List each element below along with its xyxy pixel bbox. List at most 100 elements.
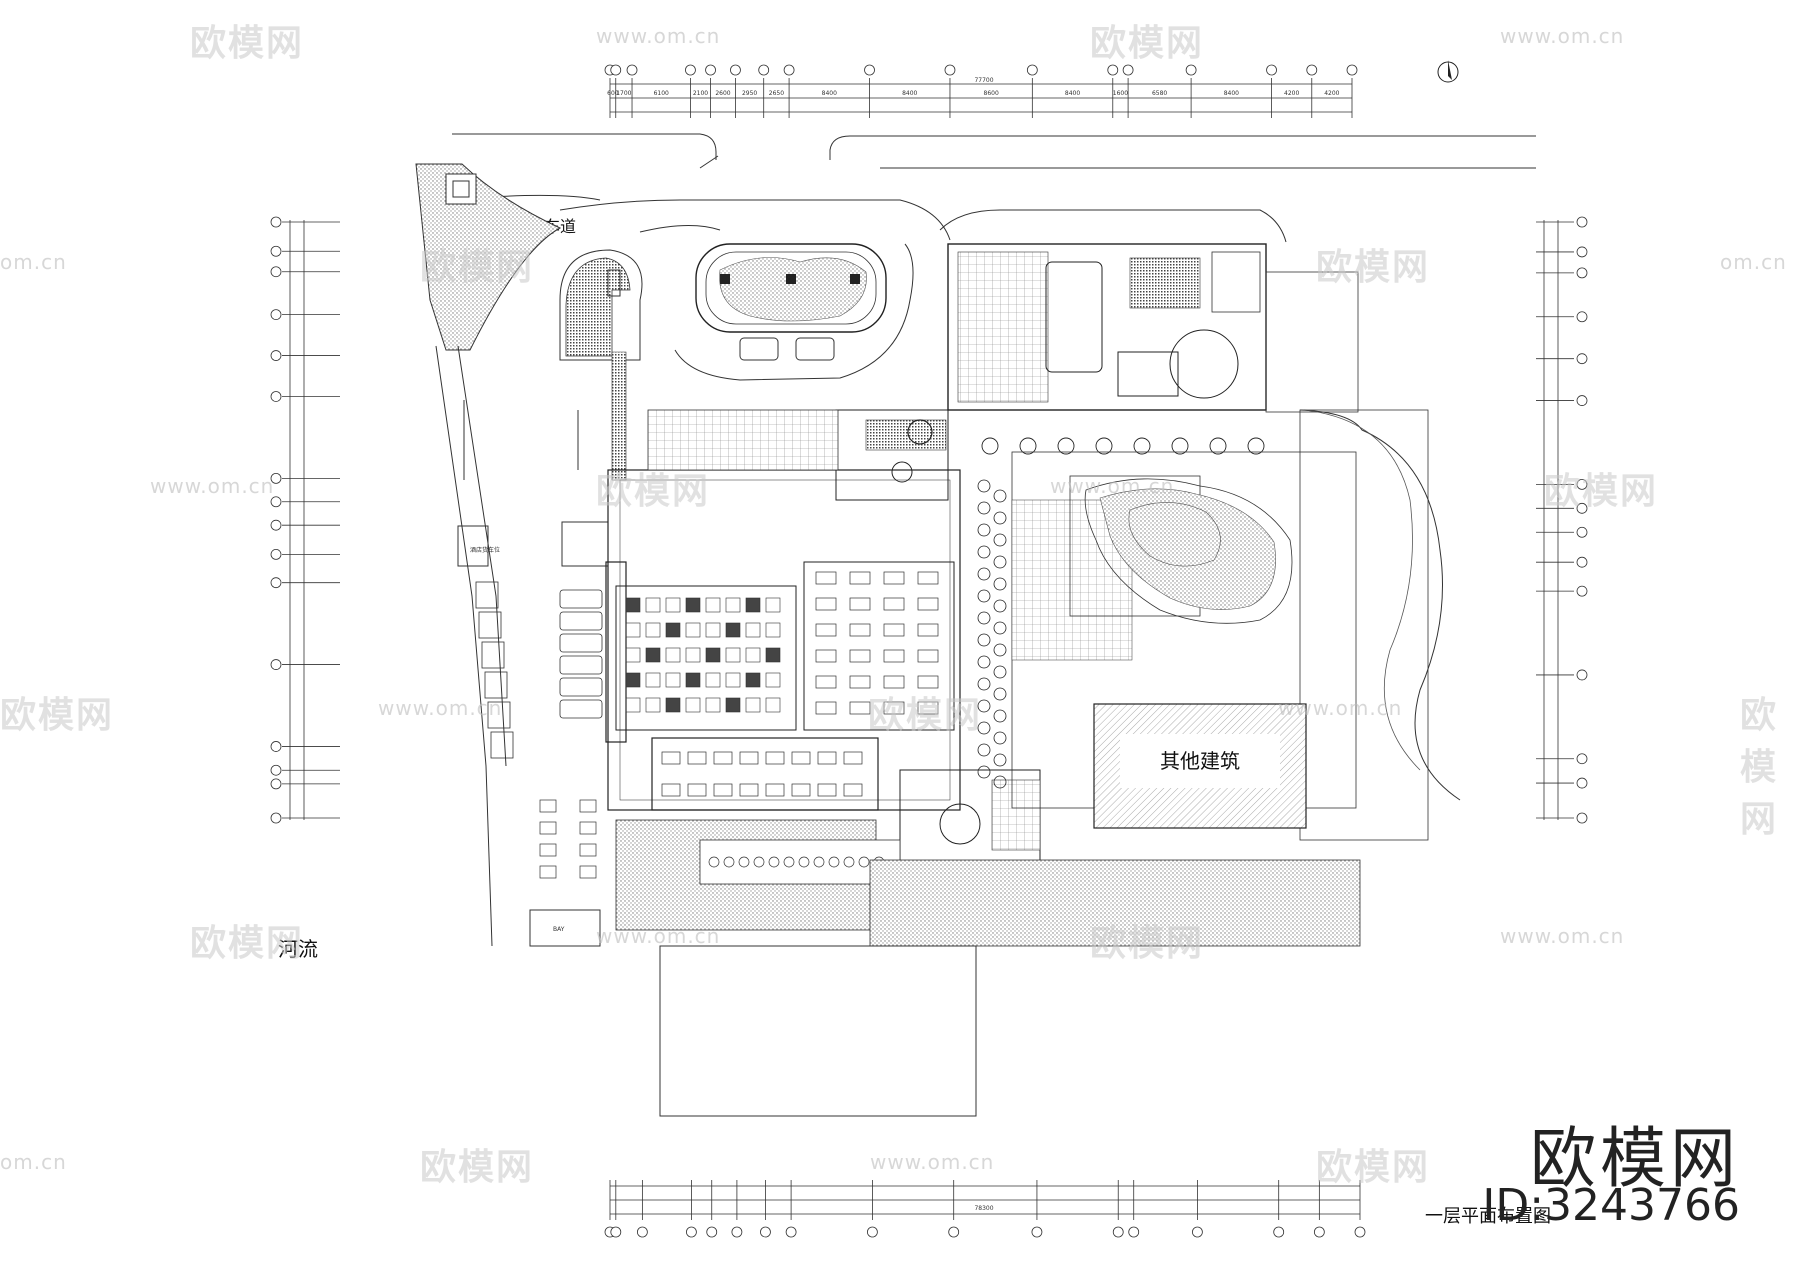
bottom-dimension-ticks [609, 1180, 1361, 1220]
axis-marker [864, 64, 875, 76]
dining-table [849, 597, 871, 611]
restaurant-table [661, 751, 681, 765]
bottom-axis-markers [604, 1226, 1366, 1238]
axis-marker [944, 64, 956, 76]
axis-marker [270, 472, 282, 484]
kitchen-fixture [645, 672, 661, 688]
left-axis-markers [270, 216, 282, 824]
kitchen-fixture [685, 622, 701, 638]
watermark-brand-11: 欧模网 [1090, 923, 1205, 964]
axis-marker [783, 64, 795, 76]
dining-table [849, 649, 871, 663]
outdoor-table [753, 856, 765, 868]
kitchen-fixture [745, 697, 761, 713]
kitchen-area [615, 585, 797, 731]
tree-icon [993, 511, 1007, 525]
service-block [561, 521, 609, 567]
parking-stall [559, 699, 603, 719]
outdoor-table [738, 856, 750, 868]
watermark-url-2: www.om.cn [1500, 24, 1625, 48]
terrace-tables [539, 799, 597, 879]
kitchen-fixture [745, 622, 761, 638]
parking-stall [478, 611, 502, 639]
parking-stall [481, 641, 505, 669]
parking-stalls-east [559, 589, 603, 719]
dining-table [917, 701, 939, 715]
kitchen-fixture [705, 647, 721, 663]
kitchen-fixture [725, 597, 741, 613]
top-dimension-chain [610, 83, 1352, 113]
tree-icon [977, 699, 991, 713]
dining-table [815, 701, 837, 715]
axis-marker [1576, 395, 1588, 406]
axis-marker [270, 519, 282, 531]
kitchen-fixture [765, 622, 781, 638]
watermark-url-7: www.om.cn [378, 696, 503, 720]
kitchen-fixture [745, 672, 761, 688]
bottom-dimension-chain [610, 1185, 1360, 1215]
tree-icon [1095, 437, 1113, 455]
tree-icon [993, 555, 1007, 569]
axis-marker [760, 1226, 771, 1238]
tree-icon [977, 545, 991, 559]
north-arrow-icon [1437, 60, 1459, 83]
axis-marker [270, 549, 282, 560]
axis-marker [270, 216, 282, 228]
dining-table [883, 649, 905, 663]
kitchen-fixture [625, 647, 641, 663]
west-site-edge [435, 345, 579, 947]
kitchen-fixture [705, 697, 721, 713]
watermark-brand-7: 欧模网 [0, 695, 115, 736]
restaurant-table [713, 751, 733, 765]
kitchen-fixture [765, 672, 781, 688]
outdoor-table [768, 856, 780, 868]
dimension-value: 8600 [984, 90, 999, 97]
axis-marker [867, 1226, 878, 1238]
outdoor-table [708, 856, 720, 868]
parking-stall [559, 633, 603, 653]
axis-marker [270, 778, 282, 790]
dimension-value: 8400 [822, 90, 837, 97]
parking-stall [484, 671, 508, 699]
axis-marker [610, 64, 622, 76]
other-building-label: 其他建筑 [1160, 749, 1240, 773]
dining-table [917, 675, 939, 689]
watermark-url-5: www.om.cn [150, 474, 275, 498]
right-dimension-chain [1543, 220, 1559, 820]
kitchen-fixture [665, 672, 681, 688]
tree-icon [1209, 437, 1227, 455]
axis-marker [270, 245, 282, 257]
paved-plaza [869, 859, 1361, 947]
watermark-url-12: www.om.cn [870, 1150, 995, 1174]
restaurant-table [817, 783, 837, 797]
axis-marker [1576, 556, 1588, 568]
tree-icon [977, 523, 991, 537]
terrace-table [539, 843, 557, 857]
kitchen-fixture [725, 672, 741, 688]
kitchen-fixture [745, 597, 761, 613]
tree-icon [977, 743, 991, 757]
terrace-table [539, 799, 557, 813]
dimension-value: 2650 [769, 90, 784, 97]
tree-icon [993, 599, 1007, 613]
kitchen-fixture [685, 647, 701, 663]
top-axis-markers [604, 64, 1358, 76]
tree-icon [977, 611, 991, 625]
dimension-value: 8400 [1224, 90, 1239, 97]
outdoor-table [813, 856, 825, 868]
tree-icon [977, 655, 991, 669]
tree-icon [981, 437, 999, 455]
kitchen-fixture [665, 622, 681, 638]
axis-marker [1576, 753, 1588, 765]
watermark-brand-10: 欧模网 [190, 923, 305, 964]
right-axis-markers [1576, 216, 1588, 824]
terrace-table [539, 821, 557, 835]
main-building [605, 469, 961, 811]
axis-marker [730, 64, 741, 76]
dimension-value: 600 [607, 90, 619, 97]
dining-table [815, 675, 837, 689]
top-dimension-ticks [609, 78, 1353, 118]
dining-table [883, 701, 905, 715]
axis-marker [270, 391, 282, 402]
tree-icon [977, 501, 991, 515]
